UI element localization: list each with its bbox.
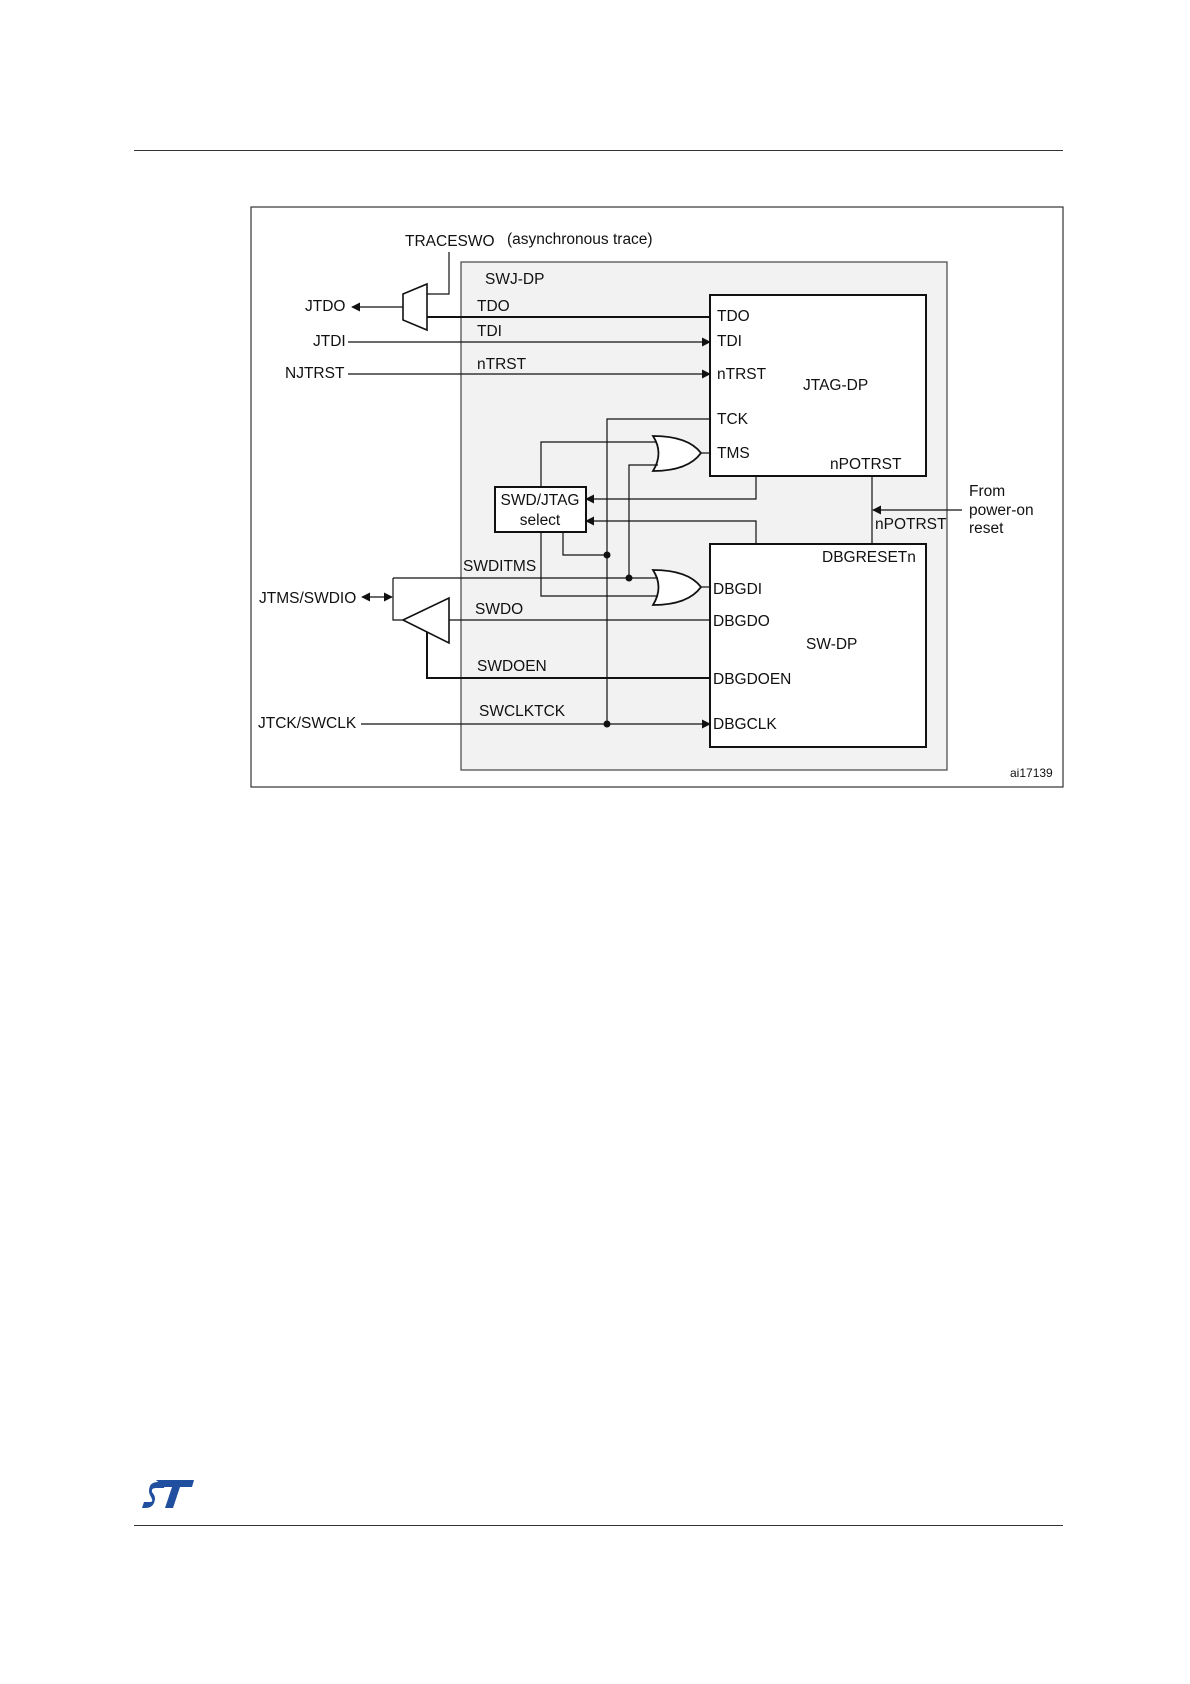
junction-swclk <box>604 721 611 728</box>
label-swclktck: SWCLKTCK <box>479 703 566 720</box>
label-njtrst: NJTRST <box>285 365 345 382</box>
label-npotrst-ext: nPOTRST <box>875 516 947 533</box>
label-async-trace: (asynchronous trace) <box>507 231 653 248</box>
label-jtms-swdio: JTMS/SWDIO <box>259 590 356 607</box>
label-jtdi: JTDI <box>313 333 346 350</box>
jtag-tdi-port: TDI <box>717 333 742 350</box>
label-reset: reset <box>969 520 1004 537</box>
junction-swditms <box>626 575 633 582</box>
st-logo <box>142 1476 202 1512</box>
jtag-npotrst-port: nPOTRST <box>830 456 902 473</box>
sw-dbgresetn-port: DBGRESETn <box>822 549 916 566</box>
label-from: From <box>969 483 1005 500</box>
label-swdoen: SWDOEN <box>477 658 547 675</box>
label-tdo-line: TDO <box>477 298 510 315</box>
figure-id: ai17139 <box>1010 766 1053 780</box>
sw-dbgdi-port: DBGDI <box>713 581 762 598</box>
label-traceswo: TRACESWO <box>405 233 495 250</box>
junction-select <box>604 552 611 559</box>
select-line2: select <box>520 512 561 529</box>
sw-dbgdo-port: DBGDO <box>713 613 770 630</box>
label-jtdo: JTDO <box>305 298 345 315</box>
sw-dbgclk-port: DBGCLK <box>713 716 777 733</box>
label-swj-dp: SWJ-DP <box>485 271 544 288</box>
jtag-tck-port: TCK <box>717 411 749 428</box>
label-tdi-line: TDI <box>477 323 502 340</box>
label-jtck-swclk: JTCK/SWCLK <box>258 715 357 732</box>
label-power-on: power-on <box>969 502 1034 519</box>
jtag-ntrst-port: nTRST <box>717 366 767 383</box>
sw-dbgdoen-port: DBGDOEN <box>713 671 791 688</box>
label-ntrst-line: nTRST <box>477 356 527 373</box>
label-swditms: SWDITMS <box>463 558 536 575</box>
jtag-dp-title: JTAG-DP <box>803 377 868 394</box>
jtag-tms-port: TMS <box>717 445 750 462</box>
jtag-tdo-port: TDO <box>717 308 750 325</box>
label-swdo: SWDO <box>475 601 523 618</box>
select-line1: SWD/JTAG <box>501 492 580 509</box>
sw-dp-title: SW-DP <box>806 636 857 653</box>
